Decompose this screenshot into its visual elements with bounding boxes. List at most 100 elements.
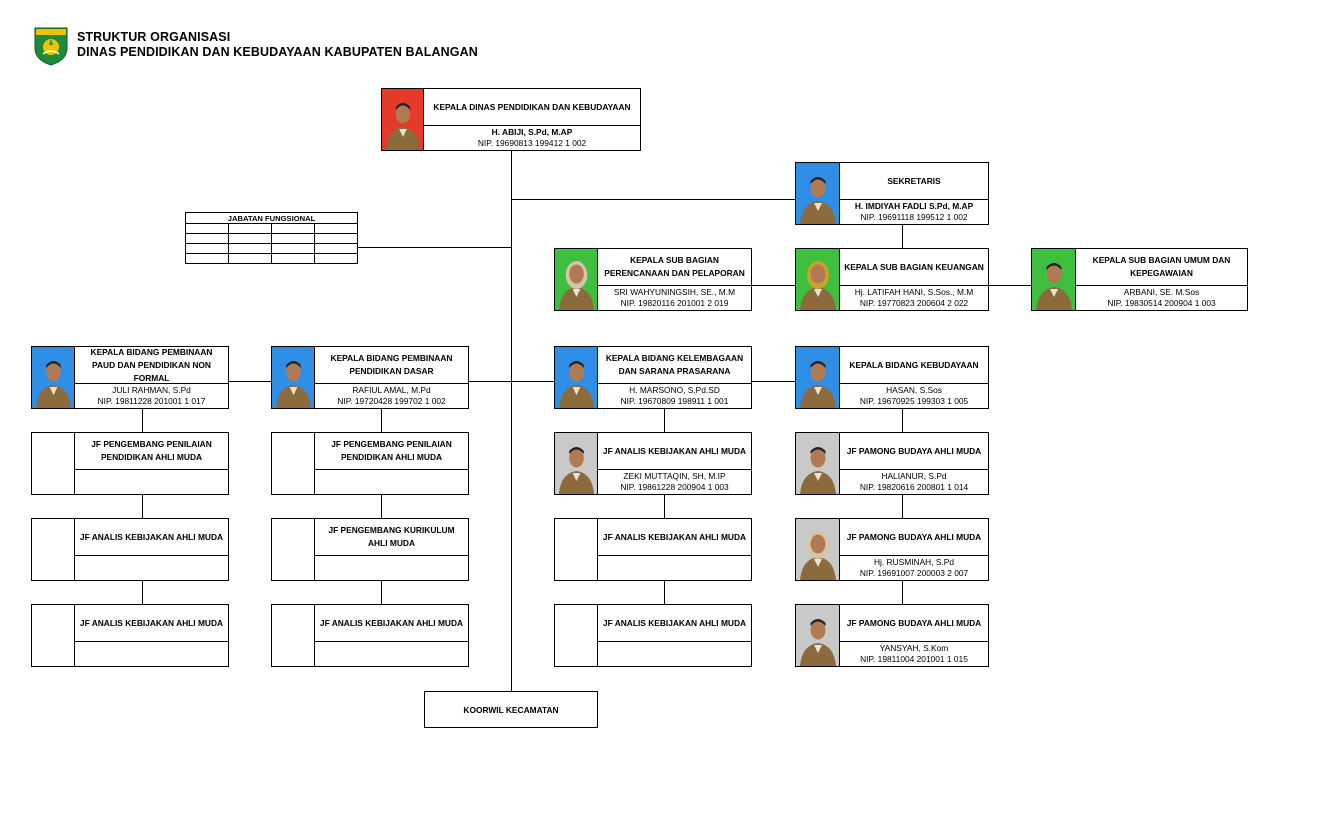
bidang-kebudayaan-name: HASAN, S.Sos xyxy=(886,384,942,395)
jf-col2-row2-photo xyxy=(272,519,315,580)
bidang-kebudayaan-photo xyxy=(796,347,840,408)
subbag-umum-name: ARBANI, SE. M.Sos xyxy=(1123,286,1200,297)
jabatan-fungsional-table: JABATAN FUNGSIONAL xyxy=(185,212,359,264)
col2-link-1 xyxy=(381,409,382,432)
chart-subtitle: DINAS PENDIDIKAN DAN KEBUDAYAAN KABUPATE… xyxy=(77,45,478,59)
bidang-paud-role: KEPALA BIDANG PEMBINAAN PAUD DAN PENDIDI… xyxy=(75,347,228,384)
jf-col1-row2-box: JF ANALIS KEBIJAKAN AHLI MUDA xyxy=(31,518,229,581)
jf-col3-row1-nip: NIP. 19861228 200904 1 003 xyxy=(620,482,729,492)
jf-col1-row2-role: JF ANALIS KEBIJAKAN AHLI MUDA xyxy=(75,519,228,556)
bidang-kelembagaan-name: H. MARSONO, S.Pd.SD xyxy=(629,384,720,395)
col4-link-2 xyxy=(902,495,903,518)
bidang-dasar-nip: NIP. 19720428 199702 1 002 xyxy=(337,396,446,406)
jf-col4-row2-name: Hj. RUSMINAH, S.Pd xyxy=(873,556,955,567)
bidang-kelembagaan-photo xyxy=(555,347,598,408)
bidang-kebudayaan-role: KEPALA BIDANG KEBUDAYAAN xyxy=(840,347,988,384)
jf-col2-row2-box: JF PENGEMBANG KURIKULUM AHLI MUDA xyxy=(271,518,469,581)
bidang-dasar-name: RAFIUL AMAL, M.Pd xyxy=(352,384,431,395)
col1-link-3 xyxy=(142,581,143,604)
jf-col2-row3-box: JF ANALIS KEBIJAKAN AHLI MUDA xyxy=(271,604,469,667)
sekretaris-role: SEKRETARIS xyxy=(840,163,988,200)
koorwil-kecamatan-box: KOORWIL KECAMATAN xyxy=(424,691,598,728)
bidang-dasar-box: KEPALA BIDANG PEMBINAAN PENDIDIKAN DASAR… xyxy=(271,346,469,409)
col2-link-2 xyxy=(381,495,382,518)
col1-link-2 xyxy=(142,495,143,518)
bidang-paud-box: KEPALA BIDANG PEMBINAAN PAUD DAN PENDIDI… xyxy=(31,346,229,409)
bidang-dasar-photo xyxy=(272,347,315,408)
jf-col3-row1-photo xyxy=(555,433,598,494)
subbag-umum-role: KEPALA SUB BAGIAN UMUM DAN KEPEGAWAIAN xyxy=(1076,249,1247,286)
bidang-paud-name: JULI RAHMAN, S.Pd xyxy=(112,384,191,395)
subbag-umum-nip: NIP. 19830514 200904 1 003 xyxy=(1107,298,1216,308)
balangan-logo xyxy=(33,26,69,66)
jf-col2-row1-box: JF PENGEMBANG PENILAIAN PENDIDIKAN AHLI … xyxy=(271,432,469,495)
jabatan-fungsional-title: JABATAN FUNGSIONAL xyxy=(185,212,358,224)
jf-col1-row1-role: JF PENGEMBANG PENILAIAN PENDIDIKAN AHLI … xyxy=(75,433,228,470)
jf-col4-row1-role: JF PAMONG BUDAYA AHLI MUDA xyxy=(840,433,988,470)
main-trunk-line xyxy=(511,150,512,691)
jf-col3-row1-role: JF ANALIS KEBIJAKAN AHLI MUDA xyxy=(598,433,751,470)
jf-col3-row3-box: JF ANALIS KEBIJAKAN AHLI MUDA xyxy=(554,604,752,667)
jf-col4-row3-name: YANSYAH, S.Kom xyxy=(879,642,949,653)
sekretaris-connector xyxy=(511,199,795,200)
bidang-dasar-role: KEPALA BIDANG PEMBINAAN PENDIDIKAN DASAR xyxy=(315,347,468,384)
chart-title: STRUKTUR ORGANISASI xyxy=(77,30,231,44)
col3-link-2 xyxy=(664,495,665,518)
jf-col4-row3-nip: NIP. 19811004 201001 1 015 xyxy=(860,654,968,664)
jf-col3-row2-role: JF ANALIS KEBIJAKAN AHLI MUDA xyxy=(598,519,751,556)
jf-col4-row2-role: JF PAMONG BUDAYA AHLI MUDA xyxy=(840,519,988,556)
col1-link-1 xyxy=(142,409,143,432)
jf-col4-row3-photo xyxy=(796,605,840,666)
bidang-connector xyxy=(228,381,795,382)
jf-col2-row1-role: JF PENGEMBANG PENILAIAN PENDIDIKAN AHLI … xyxy=(315,433,468,470)
jf-col1-row1-photo xyxy=(32,433,75,494)
col3-link-1 xyxy=(664,409,665,432)
subbag-perencanaan-box: KEPALA SUB BAGIAN PERENCANAAN DAN PELAPO… xyxy=(554,248,752,311)
jf-col2-row2-role: JF PENGEMBANG KURIKULUM AHLI MUDA xyxy=(315,519,468,556)
kepala-dinas-role: KEPALA DINAS PENDIDIKAN DAN KEBUDAYAAN xyxy=(424,89,640,126)
jf-col4-row3-role: JF PAMONG BUDAYA AHLI MUDA xyxy=(840,605,988,642)
kepala-dinas-photo xyxy=(382,89,424,150)
subbag-perencanaan-photo xyxy=(555,249,598,310)
col2-link-3 xyxy=(381,581,382,604)
subbag-perencanaan-name: SRI WAHYUNINGSIH, SE., M.M xyxy=(613,286,736,297)
jf-col4-row2-photo xyxy=(796,519,840,580)
jf-col4-row1-photo xyxy=(796,433,840,494)
bidang-paud-nip: NIP. 19811228 201001 1 017 xyxy=(97,396,206,406)
jf-col3-row1-name: ZEKI MUTTAQIN, SH, M.IP xyxy=(623,470,726,481)
jf-col1-row2-photo xyxy=(32,519,75,580)
subbag-umum-photo xyxy=(1032,249,1076,310)
jf-col3-row2-photo xyxy=(555,519,598,580)
col3-link-3 xyxy=(664,581,665,604)
jf-col1-row3-box: JF ANALIS KEBIJAKAN AHLI MUDA xyxy=(31,604,229,667)
subbag-perencanaan-nip: NIP. 19820116 201001 2 019 xyxy=(620,298,729,308)
bidang-paud-photo xyxy=(32,347,75,408)
bidang-kebudayaan-nip: NIP. 19670925 199303 1 005 xyxy=(859,396,969,406)
col4-link-1 xyxy=(902,409,903,432)
subbag-keuangan-name: Hj. LATIFAH HANI, S.Sos., M.M xyxy=(854,286,974,297)
jf-col1-row3-photo xyxy=(32,605,75,666)
subbag-keuangan-nip: NIP. 19770823 200604 2 022 xyxy=(859,298,969,308)
sekretaris-photo xyxy=(796,163,840,224)
bidang-kelembagaan-role: KEPALA BIDANG KELEMBAGAAN DAN SARANA PRA… xyxy=(598,347,751,384)
sekretaris-down-line xyxy=(902,225,903,248)
jf-col1-row1-box: JF PENGEMBANG PENILAIAN PENDIDIKAN AHLI … xyxy=(31,432,229,495)
jf-col3-row3-role: JF ANALIS KEBIJAKAN AHLI MUDA xyxy=(598,605,751,642)
bidang-kelembagaan-nip: NIP. 19670809 198911 1 001 xyxy=(620,396,729,406)
jf-col2-row3-photo xyxy=(272,605,315,666)
kepala-dinas-name: H. ABIJI, S.Pd, M.AP xyxy=(491,126,573,137)
jf-col1-row3-role: JF ANALIS KEBIJAKAN AHLI MUDA xyxy=(75,605,228,642)
jf-col4-row2-nip: NIP. 19691007 200003 2 007 xyxy=(859,568,969,578)
subbag-keuangan-role: KEPALA SUB BAGIAN KEUANGAN xyxy=(840,249,988,286)
bidang-kelembagaan-box: KEPALA BIDANG KELEMBAGAAN DAN SARANA PRA… xyxy=(554,346,752,409)
jf-col4-row1-nip: NIP. 19820616 200801 1 014 xyxy=(859,482,969,492)
